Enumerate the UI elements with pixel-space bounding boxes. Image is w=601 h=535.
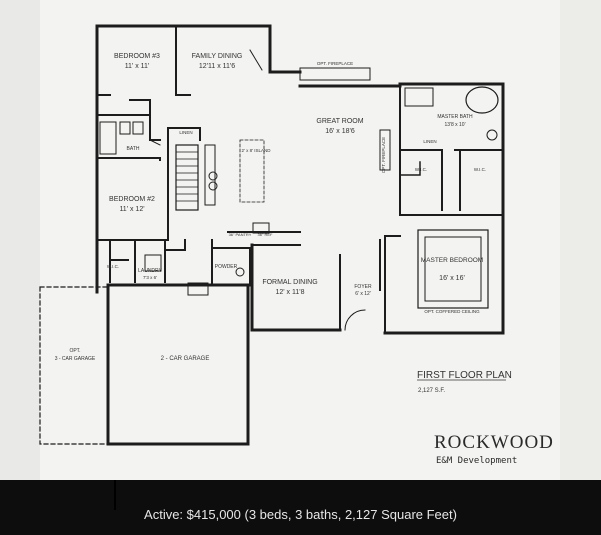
- room-size-master-bedroom: 16' x 16': [439, 275, 465, 282]
- label-wic-2: W.I.C.: [474, 167, 486, 172]
- floor-plan-image[interactable]: BEDROOM #3 11' x 11' FAMILY DINING 12'11…: [0, 0, 601, 480]
- label-opt-garage-2: 3 - CAR GARAGE: [55, 356, 96, 362]
- label-opt-fireplace-side: OPT. FIREPLACE: [381, 137, 386, 173]
- label-linen-1: LINEN: [179, 130, 192, 135]
- label-wic-3: W.I.C.: [107, 264, 119, 269]
- room-label-bedroom-3: BEDROOM #3: [114, 53, 160, 60]
- room-label-bath: BATH: [127, 146, 140, 152]
- room-size-bedroom-3: 11' x 11': [125, 63, 150, 70]
- label-wic-1: W.I.C.: [415, 167, 427, 172]
- listing-caption: Active: $415,000 (3 beds, 3 baths, 2,127…: [144, 507, 457, 522]
- label-pantry: 36" PANTRY: [229, 232, 252, 237]
- room-label-great-room: GREAT ROOM: [316, 118, 363, 125]
- label-opt-fireplace-top: OPT. FIREPLACE: [317, 61, 353, 66]
- room-label-formal-dining: FORMAL DINING: [262, 279, 317, 286]
- room-size-foyer: 6' x 12': [355, 291, 371, 297]
- label-opt-garage-1: OPT.: [69, 348, 80, 354]
- room-size-great-room: 16' x 18'6: [325, 128, 355, 135]
- developer-name: E&M Development: [436, 456, 517, 466]
- room-label-garage: 2 - CAR GARAGE: [161, 356, 210, 362]
- room-size-bedroom-2: 11' x 12': [119, 206, 144, 213]
- room-size-laundry: 7'3 x 6': [143, 275, 157, 280]
- room-size-master-bath: 13'8 x 10': [444, 122, 465, 128]
- label-island: 2' x 8' ISLAND: [242, 148, 272, 153]
- label-linen-2: LINEN: [423, 139, 436, 144]
- room-label-powder: POWDER: [215, 264, 238, 270]
- room-label-master-bedroom: MASTER BEDROOM: [421, 257, 483, 264]
- room-label-master-bath: MASTER BATH: [437, 114, 473, 120]
- plan-square-feet: 2,127 S.F.: [418, 388, 445, 394]
- plan-title: FIRST FLOOR PLAN: [417, 370, 512, 381]
- room-label-bedroom-2: BEDROOM #2: [109, 196, 155, 203]
- room-label-family-dining: FAMILY DINING: [192, 53, 243, 60]
- room-size-family-dining: 12'11 x 11'6: [199, 63, 235, 70]
- label-opt-coffered-ceiling: OPT. COFFERED CEILING: [424, 309, 480, 314]
- room-size-formal-dining: 12' x 11'8: [275, 289, 304, 296]
- label-ref: 36" REF: [258, 232, 274, 237]
- caption-bar: [0, 480, 601, 535]
- room-label-foyer: FOYER: [354, 284, 372, 290]
- room-label-laundry: LAUNDRY: [138, 268, 162, 274]
- caption-divider: [114, 480, 116, 510]
- brand-name: ROCKWOOD: [434, 432, 554, 453]
- floor-plan-drawing: BEDROOM #3 11' x 11' FAMILY DINING 12'11…: [39, 24, 554, 466]
